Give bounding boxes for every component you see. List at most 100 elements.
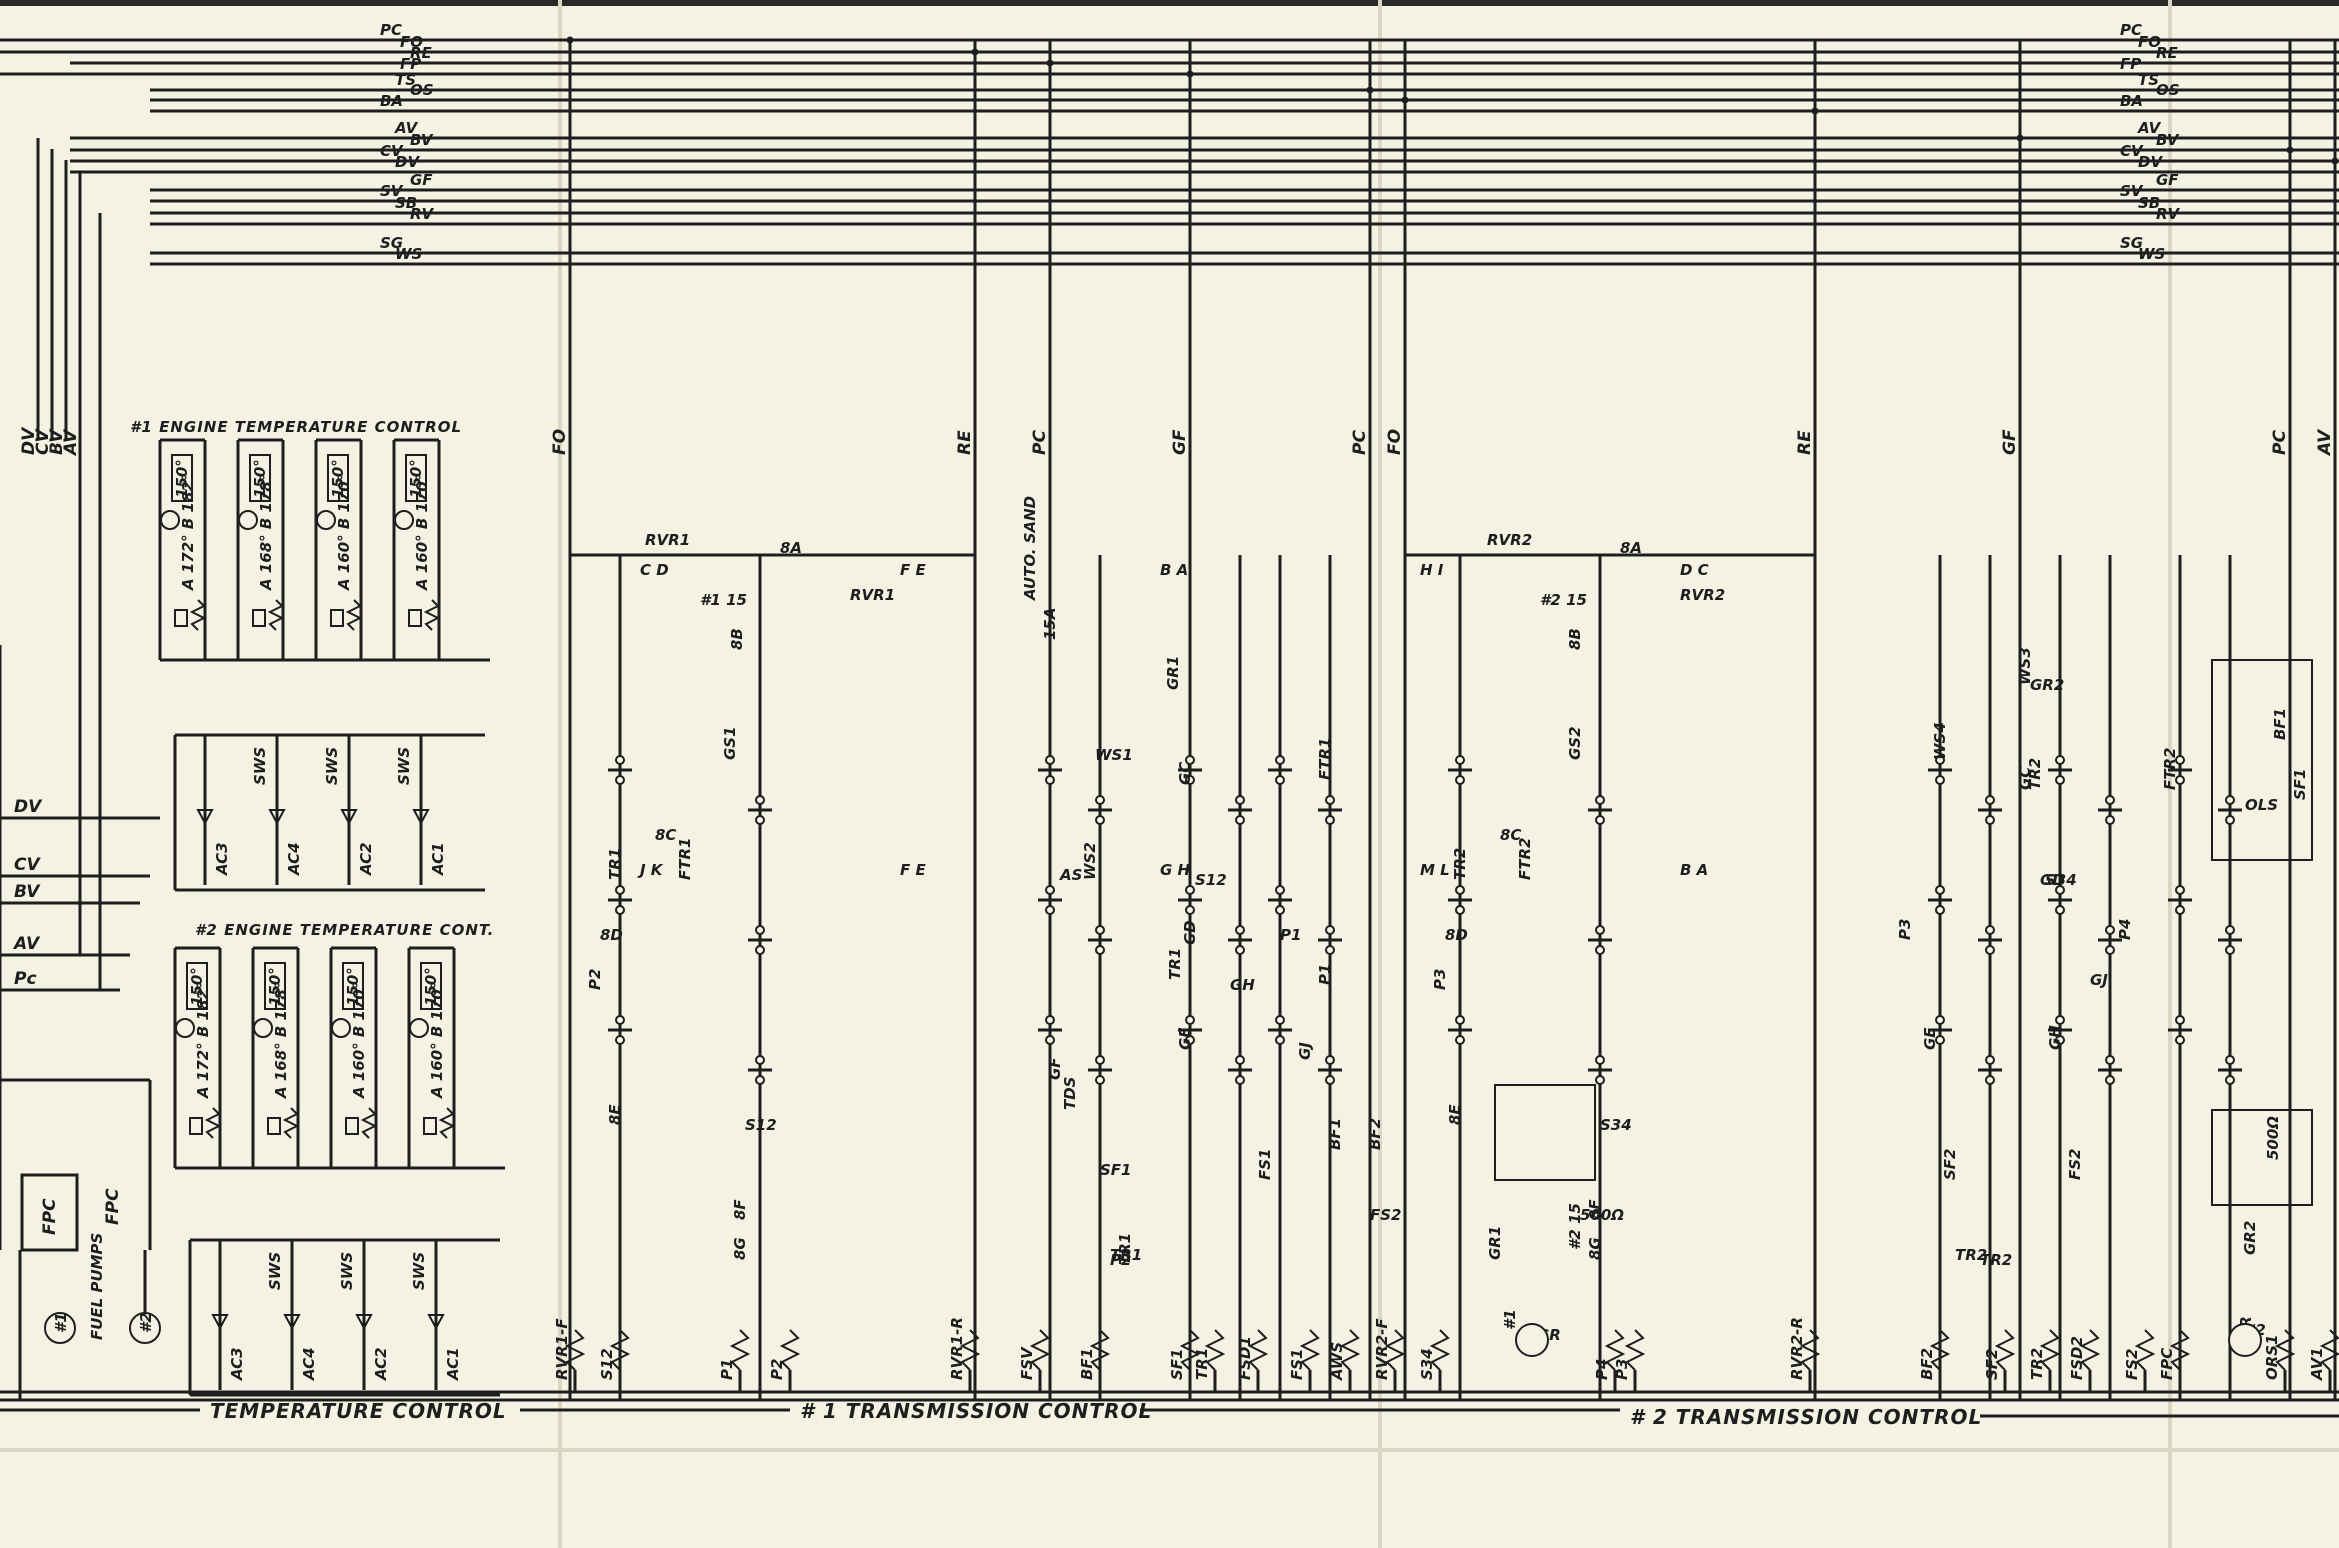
contact-terminal — [1595, 945, 1605, 955]
bus-label-right: GF — [2156, 171, 2179, 189]
bottom-load-label: TR1 — [1193, 1348, 1211, 1380]
t1-device-label: GE — [1176, 1027, 1194, 1050]
load-resistor — [2134, 1329, 2156, 1371]
t2-device-label: P3 — [1896, 919, 1914, 940]
contact-terminal — [2225, 1055, 2235, 1065]
contact-terminal — [2055, 1015, 2065, 1025]
eng1-panel-resistor — [345, 599, 363, 631]
contact-terminal — [1275, 1035, 1285, 1045]
bus-label-right: FO — [2138, 33, 2161, 51]
t1-device-label: #1 15 — [700, 591, 747, 609]
t2-device-label: TR2 — [2026, 758, 2044, 790]
eng2-panel-thermostat-label: 150° — [188, 967, 206, 1006]
t2-device-label: #1 — [1501, 1309, 1519, 1330]
ac-block-1-diode — [412, 809, 430, 826]
ac-block-1-ac-label: AC4 — [285, 842, 303, 876]
contact-terminal — [1325, 1075, 1335, 1085]
t2-device-label: GH — [2046, 1025, 2064, 1050]
eng1-panel-coil — [252, 609, 266, 627]
load-resistor — [1089, 1329, 1111, 1371]
t1-device-label: FTR1 — [676, 838, 694, 880]
contact-terminal — [1185, 1035, 1195, 1045]
bus-label-left: RE — [410, 44, 433, 62]
contact-terminal — [1045, 1015, 1055, 1025]
drop-label: GF — [2000, 429, 2020, 455]
t2-device-label: SF1 — [2291, 769, 2309, 801]
contact-terminal — [755, 1055, 765, 1065]
t1-device-label: AS — [1059, 866, 1082, 884]
t1-device-label: TR1 — [1166, 948, 1184, 980]
contact-terminal — [2225, 1075, 2235, 1085]
bus-tap-dot — [566, 36, 574, 44]
drop-label: FO — [550, 429, 570, 455]
contact-letters: G H — [1160, 861, 1191, 879]
contact-terminal — [1595, 925, 1605, 935]
t1-device-label: S12 — [745, 1116, 777, 1134]
eng2-panel-thermostat-bulb — [253, 1018, 273, 1038]
gr1-diode-box — [1494, 1084, 1596, 1181]
ac-block-2-ac-label: AC1 — [444, 1347, 462, 1381]
bus-label-right: OS — [2156, 81, 2180, 99]
t2-device-label: #2 15 — [1566, 1203, 1584, 1250]
drop-label: PC — [1350, 430, 1370, 455]
t2-device-label: 8D — [1445, 926, 1468, 944]
contact-terminal — [1325, 795, 1335, 805]
bottom-load-label: ORS1 — [2263, 1334, 2281, 1380]
eng1-panel-coil — [330, 609, 344, 627]
eng2-panel-range-label: A 160° B 170° — [350, 982, 368, 1099]
eng2-panel-resistor — [360, 1107, 378, 1139]
contact-letters: C D — [640, 561, 669, 579]
t2-device-label: 8B — [1566, 628, 1584, 650]
load-resistor — [1624, 1329, 1646, 1371]
t2-device-label: GS2 — [1566, 726, 1584, 760]
eng2-panel-range-label: A 168° B 178° — [272, 982, 290, 1099]
contact-terminal — [1985, 795, 1995, 805]
ac-block-2-ac-label: AC4 — [300, 1347, 318, 1381]
contact-terminal — [1275, 775, 1285, 785]
load-resistor — [1299, 1329, 1321, 1371]
contact-terminal — [755, 945, 765, 955]
ac-block-1-ac-label: AC1 — [429, 842, 447, 876]
bus-label-right: FP — [2120, 55, 2141, 73]
t1-device-label: FTR1 — [1316, 738, 1334, 780]
contact-terminal — [1045, 885, 1055, 895]
t1-device-label: TR1 — [1110, 1246, 1142, 1264]
ac-block-1-diode — [340, 809, 358, 826]
contact-terminal — [1095, 925, 1105, 935]
bottom-load-label: SF1 — [1168, 1349, 1186, 1381]
contact-terminal — [1935, 885, 1945, 895]
contact-letters: D C — [1680, 561, 1709, 579]
contact-terminal — [2225, 925, 2235, 935]
contact-terminal — [755, 1075, 765, 1085]
t1-device-label: S12 — [1195, 871, 1227, 889]
t1-device-label: GR1 — [1164, 656, 1182, 690]
bus-label-left: CV — [380, 142, 404, 160]
eng1-panel-resistor — [267, 599, 285, 631]
eng2-panel-thermostat-bulb — [409, 1018, 429, 1038]
contact-terminal — [1325, 1055, 1335, 1065]
bus-tap-dot — [1186, 70, 1194, 78]
t1-device-label: AUTO. SAND — [1021, 496, 1039, 601]
contact-terminal — [1185, 1015, 1195, 1025]
bottom-load-label: RVR1-F — [553, 1318, 571, 1380]
t2-device-label: #2 15 — [1540, 591, 1587, 609]
contact-terminal — [2225, 945, 2235, 955]
ac-block-1-ac-label: AC3 — [213, 842, 231, 876]
t2-device-label: WS4 — [1931, 722, 1949, 760]
contact-terminal — [615, 775, 625, 785]
fpc-label: FPC — [40, 1198, 60, 1235]
ac-block-2-ac-label: AC3 — [228, 1347, 246, 1381]
t1-device-label: 8D — [600, 926, 623, 944]
t2-device-label: TR2 — [1451, 848, 1469, 880]
gr2-diode-box — [2211, 1109, 2313, 1206]
bus-label-left: BA — [380, 92, 403, 110]
load-resistor — [1929, 1329, 1951, 1371]
contact-terminal — [615, 755, 625, 765]
t2-device-label: 8G — [1586, 1237, 1604, 1260]
t2-device-label: OLS — [2245, 796, 2278, 814]
load-resistor — [564, 1329, 586, 1371]
contact-terminal — [1275, 755, 1285, 765]
bottom-load-label: BF2 — [1918, 1348, 1936, 1380]
t1-device-label: TR1 — [1116, 1233, 1134, 1265]
